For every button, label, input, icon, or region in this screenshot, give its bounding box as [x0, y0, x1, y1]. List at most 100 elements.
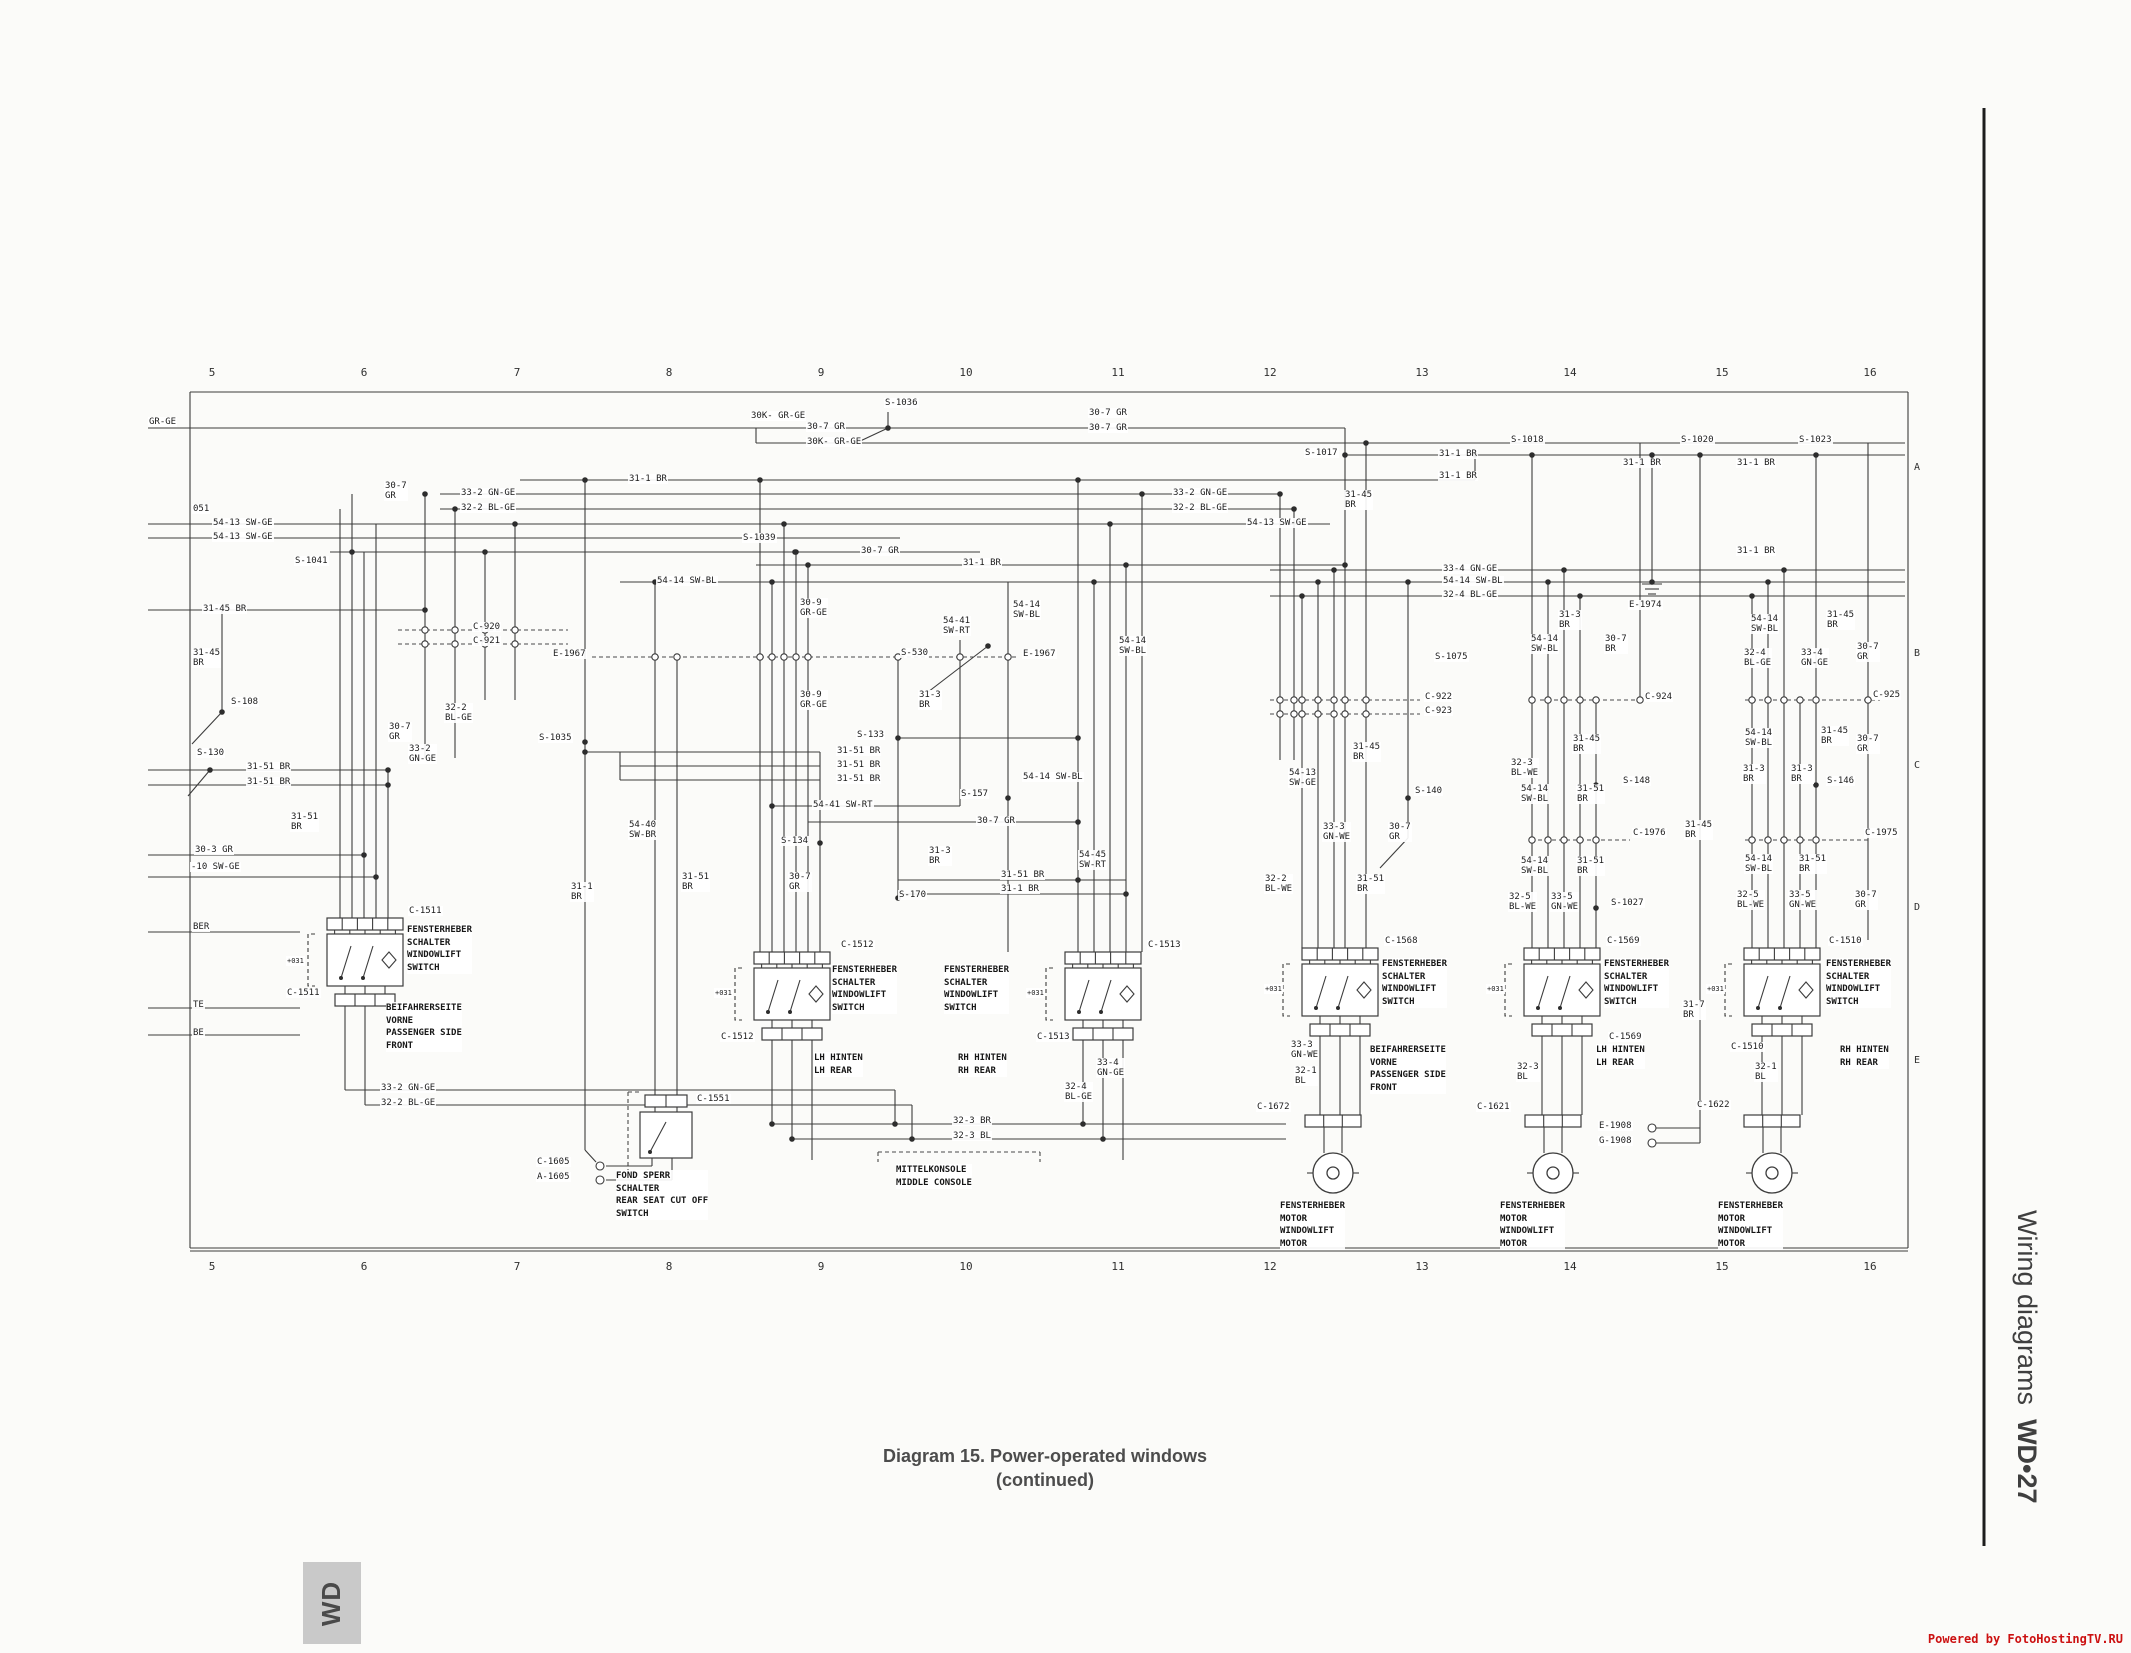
- wire-label: 30-7 GR: [976, 816, 1016, 826]
- wire-label: E-1967: [1022, 649, 1057, 659]
- wire-label: 54-41 SW-RT: [942, 616, 972, 636]
- wire-label: C-1976: [1632, 828, 1667, 838]
- wire-label: 30-7 GR: [806, 422, 846, 432]
- wire-label: 31-45 BR: [1820, 726, 1850, 746]
- wire-label: 32-1 BL: [1754, 1062, 1778, 1082]
- grid-number: 14: [1563, 1260, 1577, 1273]
- wire-label: 32-2 BL-GE: [460, 503, 517, 513]
- component-label: FOND SPERR SCHALTER REAR SEAT CUT OFF SW…: [616, 1170, 709, 1220]
- wire-label: C-1622: [1696, 1100, 1731, 1110]
- wire-label: E-1974: [1628, 600, 1663, 610]
- wire-label: 33-4 GN-GE: [1800, 648, 1830, 668]
- wire-label: 33-2 GN-GE: [380, 1083, 437, 1093]
- wire-label: S-1023: [1798, 435, 1833, 445]
- wire-label: S-157: [960, 789, 990, 799]
- wire-label: 31-45 BR: [192, 648, 222, 668]
- wire-label: S-1017: [1304, 448, 1339, 458]
- wire-label: S-170: [898, 890, 928, 900]
- wire-label: 31-1 BR: [1736, 458, 1776, 468]
- component-label: BEIFAHRERSEITE VORNE PASSENGER SIDE FRON…: [1370, 1044, 1446, 1094]
- grid-number: 14: [1563, 366, 1577, 379]
- grid-number: 7: [513, 1260, 521, 1273]
- section-tab: WD: [303, 1562, 361, 1644]
- wire-label: 31-1 BR: [1438, 449, 1478, 459]
- wire-label: 33-5 GN-WE: [1788, 890, 1818, 910]
- component-label: FENSTERHEBER SCHALTER WINDOWLIFT SWITCH: [832, 964, 898, 1014]
- wire-label: 31-51 BR: [290, 812, 320, 832]
- wire-label: A-1605: [536, 1172, 571, 1182]
- wire-label: 54-14 SW-BL: [1118, 636, 1148, 656]
- page-number-code: WD•27: [2012, 1419, 2042, 1504]
- wire-label: 32-3 BL: [1516, 1062, 1540, 1082]
- wire-label: 31-51 BR: [1000, 870, 1046, 880]
- wire-label: 31-45 BR: [1352, 742, 1382, 762]
- wire-label: 54-14 SW-BL: [1012, 600, 1042, 620]
- wire-label: C-1975: [1864, 828, 1899, 838]
- grid-number: 5: [208, 1260, 216, 1273]
- wire-label: BER: [192, 922, 211, 932]
- grid-number: 13: [1415, 1260, 1429, 1273]
- wire-label: 54-14 SW-BL: [1022, 772, 1084, 782]
- wire-label: 31-1 BR: [628, 474, 668, 484]
- grid-letter: E: [1914, 1055, 1921, 1066]
- wire-label: 31-3 BR: [1558, 610, 1582, 630]
- wire-label: S-1039: [742, 533, 777, 543]
- grid-number: 16: [1863, 366, 1877, 379]
- wire-label: 31-51 BR: [836, 774, 882, 784]
- grid-number: 8: [665, 1260, 673, 1273]
- wire-label: S-140: [1414, 786, 1444, 796]
- grid-number: 15: [1715, 1260, 1729, 1273]
- grid-number: 11: [1111, 366, 1125, 379]
- wire-label: GR-GE: [148, 417, 178, 427]
- wire-label: 30K- GR-GE: [806, 437, 863, 447]
- wire-label: 54-14 SW-BL: [1520, 856, 1550, 876]
- wire-label: 31-3 BR: [918, 690, 942, 710]
- watermark: Powered by FotoHostingTV.RU: [1927, 1632, 2123, 1646]
- wire-label: 31-1 BR: [962, 558, 1002, 568]
- wire-label: S-108: [230, 697, 260, 707]
- grid-number: 5: [208, 366, 216, 379]
- wire-label: C-1569: [1606, 936, 1641, 946]
- wire-label: S-530: [900, 648, 930, 658]
- wire-label: 30-7 GR: [388, 722, 412, 742]
- wire-label: 32-4 BL-GE: [1743, 648, 1773, 668]
- wire-label: +031: [1486, 984, 1505, 994]
- wire-label: 33-2 GN-GE: [1172, 488, 1229, 498]
- wire-label: 31-1 BR: [1736, 546, 1776, 556]
- wire-label: 32-2 BL-GE: [380, 1098, 437, 1108]
- wire-label: 31-45 BR: [1572, 734, 1602, 754]
- component-label: FENSTERHEBER SCHALTER WINDOWLIFT SWITCH: [1604, 958, 1670, 1008]
- wire-label: 31-51 BR: [1576, 784, 1606, 804]
- wire-label: 54-14 SW-BL: [1750, 614, 1780, 634]
- wire-label: 30-7 GR: [788, 872, 812, 892]
- wire-label: 33-3 GN-WE: [1290, 1040, 1320, 1060]
- wire-label: C-1510: [1730, 1042, 1765, 1052]
- wire-label: 54-13 SW-GE: [1246, 518, 1308, 528]
- component-label: RH HINTEN RH REAR: [958, 1052, 1007, 1077]
- wire-label: C-924: [1644, 692, 1674, 702]
- wire-label: 31-1 BR: [1622, 458, 1662, 468]
- wire-label: 54-41 SW-RT: [812, 800, 874, 810]
- wire-label: 32-3 BR: [952, 1116, 992, 1126]
- wire-label: 32-5 BL-WE: [1508, 892, 1538, 912]
- wire-label: 32-2 BL-GE: [1172, 503, 1229, 513]
- component-label: FENSTERHEBER MOTOR WINDOWLIFT MOTOR: [1280, 1200, 1346, 1250]
- grid-number: 8: [665, 366, 673, 379]
- wire-label: 32-4 BL-GE: [1064, 1082, 1094, 1102]
- wire-label: C-920: [472, 622, 502, 632]
- wire-label: 31-51 BR: [1356, 874, 1386, 894]
- grid-number: 7: [513, 366, 521, 379]
- wire-label: 30-9 GR-GE: [799, 690, 829, 710]
- wire-label: 31-45 BR: [202, 604, 248, 614]
- wire-label: 54-13 SW-GE: [212, 518, 274, 528]
- wire-label: 54-14 SW-BL: [1744, 728, 1774, 748]
- wire-label: 32-2 BL-GE: [444, 703, 474, 723]
- wire-label: 33-2 GN-GE: [460, 488, 517, 498]
- wire-label: 32-3 BL: [952, 1131, 992, 1141]
- wire-label: 54-14 SW-BL: [656, 576, 718, 586]
- grid-number: 13: [1415, 366, 1429, 379]
- wire-label: C-1551: [696, 1094, 731, 1104]
